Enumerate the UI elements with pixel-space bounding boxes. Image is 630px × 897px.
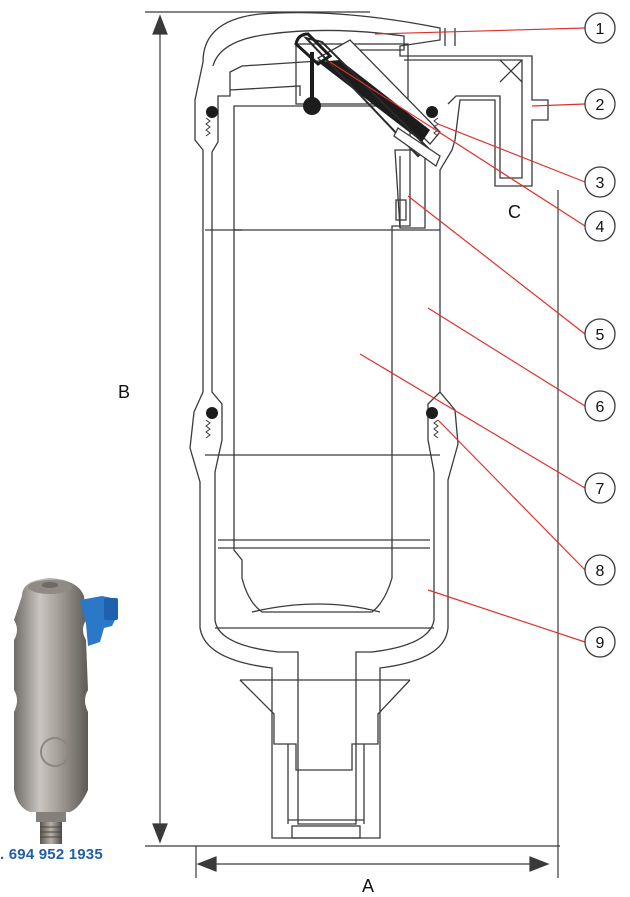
callouts: 1 2 3 4 5 6 7 8 9 <box>584 12 616 658</box>
product-photo <box>14 578 118 844</box>
callout-5: 5 <box>584 318 616 350</box>
dimension-lines <box>145 11 560 878</box>
callout-1: 1 <box>584 12 616 44</box>
phone-number: . 694 952 1935 <box>0 846 103 863</box>
dimension-b-label: B <box>118 382 130 402</box>
o-rings <box>206 106 438 419</box>
leader-3 <box>437 123 586 183</box>
leader-1 <box>374 27 586 35</box>
callout-4: 4 <box>584 210 616 242</box>
leader-6 <box>427 307 586 407</box>
callout-9-label: 9 <box>596 635 605 652</box>
callout-5-label: 5 <box>596 327 605 344</box>
dimension-a-label: A <box>362 876 374 896</box>
callout-2: 2 <box>584 88 616 120</box>
callout-2-label: 2 <box>596 97 605 114</box>
callout-7: 7 <box>584 472 616 504</box>
leader-8 <box>437 419 586 571</box>
callout-4-label: 4 <box>596 219 605 236</box>
callout-7-label: 7 <box>596 481 605 498</box>
leader-7 <box>359 353 586 489</box>
float-lever-mechanism <box>294 32 441 168</box>
leader-9 <box>427 589 586 643</box>
leader-5 <box>407 195 586 335</box>
callout-8-label: 8 <box>596 563 605 580</box>
callout-8: 8 <box>584 554 616 586</box>
thread-marks <box>205 117 439 439</box>
leader-lines <box>329 27 586 643</box>
dimension-c-label: C <box>508 202 521 222</box>
callout-3: 3 <box>584 166 616 198</box>
callout-3-label: 3 <box>596 175 605 192</box>
leader-4 <box>329 61 586 227</box>
callout-6: 6 <box>584 390 616 422</box>
valve-body-outline <box>189 11 549 839</box>
leader-2 <box>531 103 586 107</box>
callout-9: 9 <box>584 626 616 658</box>
callout-6-label: 6 <box>596 399 605 416</box>
callout-1-label: 1 <box>596 21 605 38</box>
